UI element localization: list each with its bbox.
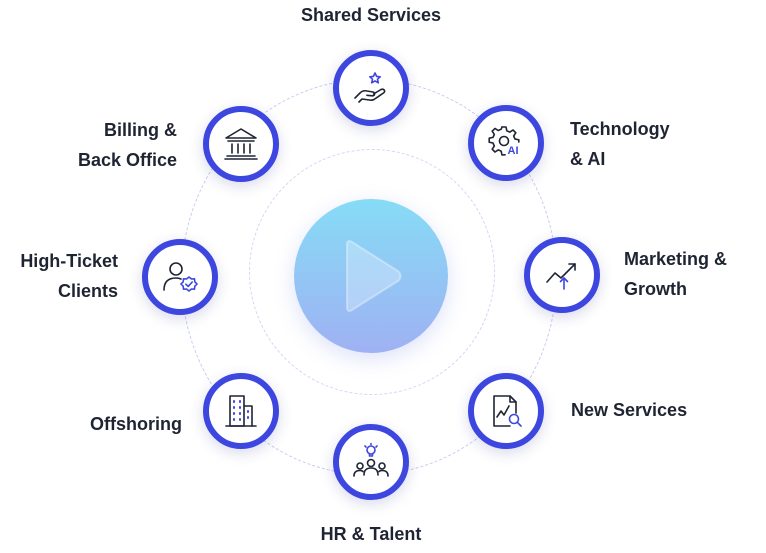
label-shared-services: Shared Services bbox=[300, 5, 442, 25]
document-search-icon bbox=[493, 395, 522, 427]
label-offshoring: Offshoring bbox=[90, 414, 182, 434]
node-billing-back-office[interactable] bbox=[203, 106, 279, 182]
inner-dashed-ring bbox=[249, 149, 495, 395]
team-idea-icon bbox=[353, 442, 389, 477]
label-technology-ai: Technology & AI bbox=[570, 119, 670, 169]
label-billing-back-office: Billing & Back Office bbox=[77, 120, 177, 170]
label-marketing-growth: Marketing & Growth bbox=[624, 249, 728, 299]
play-icon bbox=[346, 240, 402, 312]
gear-ai-icon: AI bbox=[488, 126, 520, 157]
node-marketing-growth[interactable] bbox=[524, 237, 600, 313]
node-technology-ai[interactable]: AI bbox=[468, 105, 544, 181]
label-hr-talent: HR & Talent bbox=[320, 524, 422, 544]
node-new-services[interactable] bbox=[468, 373, 544, 449]
play-video-button[interactable] bbox=[294, 199, 448, 353]
node-high-ticket-clients[interactable] bbox=[142, 239, 218, 315]
node-hr-talent[interactable] bbox=[333, 424, 409, 500]
bank-icon bbox=[224, 128, 258, 160]
growth-chart-icon bbox=[546, 263, 576, 290]
svg-text:AI: AI bbox=[508, 145, 519, 157]
hand-star-icon bbox=[354, 72, 386, 103]
user-badge-icon bbox=[163, 262, 198, 292]
label-new-services: New Services bbox=[571, 400, 688, 420]
node-shared-services[interactable] bbox=[333, 50, 409, 126]
node-offshoring[interactable] bbox=[203, 373, 279, 449]
buildings-icon bbox=[225, 395, 257, 427]
label-high-ticket-clients: High-Ticket Clients bbox=[20, 251, 118, 301]
